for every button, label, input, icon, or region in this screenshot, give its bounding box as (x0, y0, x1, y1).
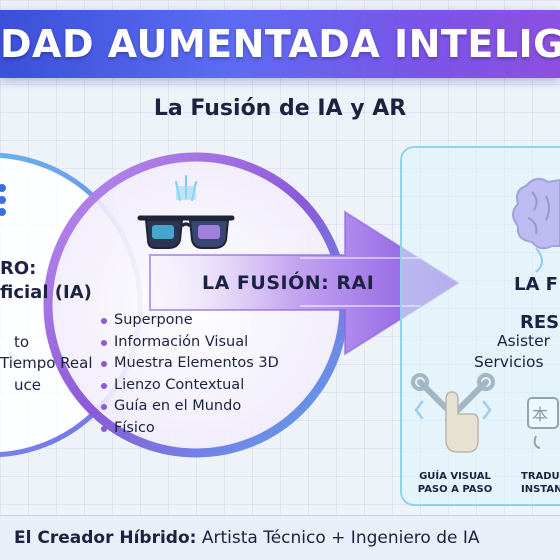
fusion-item: Superpone (100, 310, 279, 332)
fusion-item: Físico (100, 418, 279, 440)
ar-glasses-icon (137, 175, 235, 249)
fusion-item: Información Visual (100, 332, 279, 354)
footer-text: El Creador Híbrido: Artista Técnico + In… (14, 528, 480, 548)
page-subtitle: La Fusión de IA y AR (153, 96, 407, 121)
fusion-item: Guía en el Mundo (100, 396, 279, 418)
fusion-item: Muestra Elementos 3D (100, 353, 279, 375)
left-heading-line2: ficial (IA) (0, 282, 92, 303)
left-item-1: to (14, 333, 30, 351)
fusion-list: Superpone Información Visual Muestra Ele… (100, 310, 279, 439)
page-title: DAD AUMENTADA INTELIG (0, 22, 560, 66)
result-panel (400, 146, 560, 506)
right-item-2: Servicios (474, 353, 544, 371)
right-subheading: RESU (520, 312, 560, 333)
title-banner: DAD AUMENTADA INTELIG (0, 10, 560, 78)
right-item-1: Asister (497, 332, 551, 350)
fusion-item: Lienzo Contextual (100, 375, 279, 397)
card-caption-translate: TRADU INSTAN (521, 471, 560, 495)
footer-bar: El Creador Híbrido: Artista Técnico + In… (0, 515, 560, 560)
fusion-title: LA FUSIÓN: RAI (202, 272, 375, 294)
left-item-3: uce (14, 376, 41, 394)
footer-rest: Artista Técnico + Ingeniero de IA (196, 528, 480, 548)
left-heading-line1: RO: (0, 258, 37, 279)
right-heading: LA F (514, 274, 558, 295)
left-item-2: Tiempo Real (0, 354, 93, 372)
card-caption-guide: GUÍA VISUAL PASO A PASO (417, 471, 493, 495)
network-icon (0, 184, 6, 216)
footer-bold: El Creador Híbrido: (14, 528, 197, 548)
